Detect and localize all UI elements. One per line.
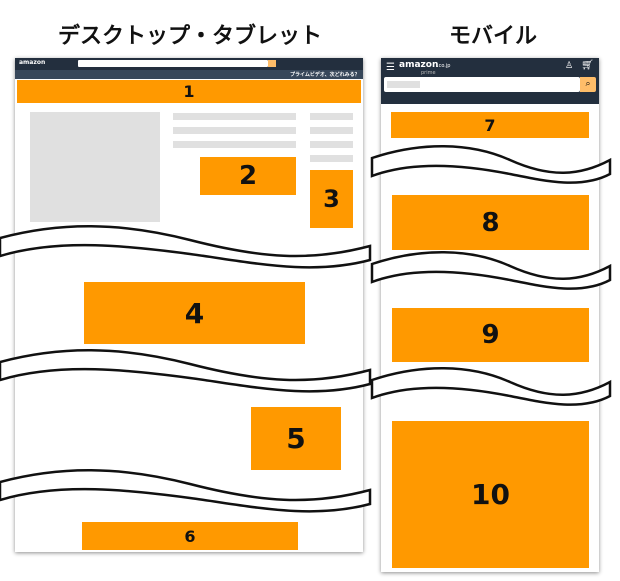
account-icon[interactable]: ♙ <box>565 61 574 71</box>
ad-slot-1: 1 <box>17 80 361 103</box>
desktop-subnav: プライムビデオ、次どれみる？ <box>15 70 363 79</box>
desktop-title: デスクトップ・タブレット <box>58 24 323 49</box>
desktop-header: amazon <box>15 58 363 70</box>
ad-slot-8: 8 <box>392 195 589 250</box>
mobile-header: ☰ amazon .co.jp prime ♙ 🛒︎ ⌕ <box>381 58 599 104</box>
text-line <box>310 155 353 162</box>
search-icon[interactable] <box>268 60 276 67</box>
menu-icon[interactable]: ☰ <box>386 62 395 73</box>
mobile-mockup: ☰ amazon .co.jp prime ♙ 🛒︎ ⌕ 7 8 9 10 <box>381 58 599 572</box>
promo-text: プライムビデオ、次どれみる？ <box>290 72 360 78</box>
search-bar[interactable] <box>78 60 268 67</box>
product-image-placeholder <box>30 112 160 222</box>
text-line <box>173 141 296 148</box>
logo-prime: prime <box>421 70 436 76</box>
ad-slot-5: 5 <box>251 407 341 470</box>
search-icon[interactable]: ⌕ <box>580 77 596 92</box>
ad-slot-2: 2 <box>200 157 296 195</box>
wave-break <box>370 367 612 406</box>
text-line <box>310 113 353 120</box>
ad-slot-7: 7 <box>391 112 589 138</box>
desktop-mockup: amazon プライムビデオ、次どれみる？ 1 2 3 4 5 6 <box>15 58 363 552</box>
ad-slot-10: 10 <box>392 421 589 568</box>
amazon-logo: amazon <box>19 59 46 66</box>
text-line <box>173 127 296 134</box>
wave-break <box>0 225 372 269</box>
amazon-logo: amazon <box>399 60 439 70</box>
ad-slot-6: 6 <box>82 522 298 550</box>
mobile-title: モバイル <box>449 24 538 49</box>
placeholder-bar <box>387 81 420 88</box>
wave-break <box>0 469 372 513</box>
wave-break <box>370 251 612 290</box>
ad-slot-4: 4 <box>84 282 305 344</box>
wave-break <box>0 349 372 393</box>
text-line <box>173 113 296 120</box>
search-input[interactable] <box>384 77 580 92</box>
text-line <box>310 127 353 134</box>
ad-slot-9: 9 <box>392 308 589 362</box>
cart-icon[interactable]: 🛒︎ <box>581 60 594 71</box>
text-line <box>310 141 353 148</box>
wave-break <box>370 145 612 184</box>
logo-suffix: .co.jp <box>437 63 451 69</box>
ad-slot-3: 3 <box>310 170 353 228</box>
